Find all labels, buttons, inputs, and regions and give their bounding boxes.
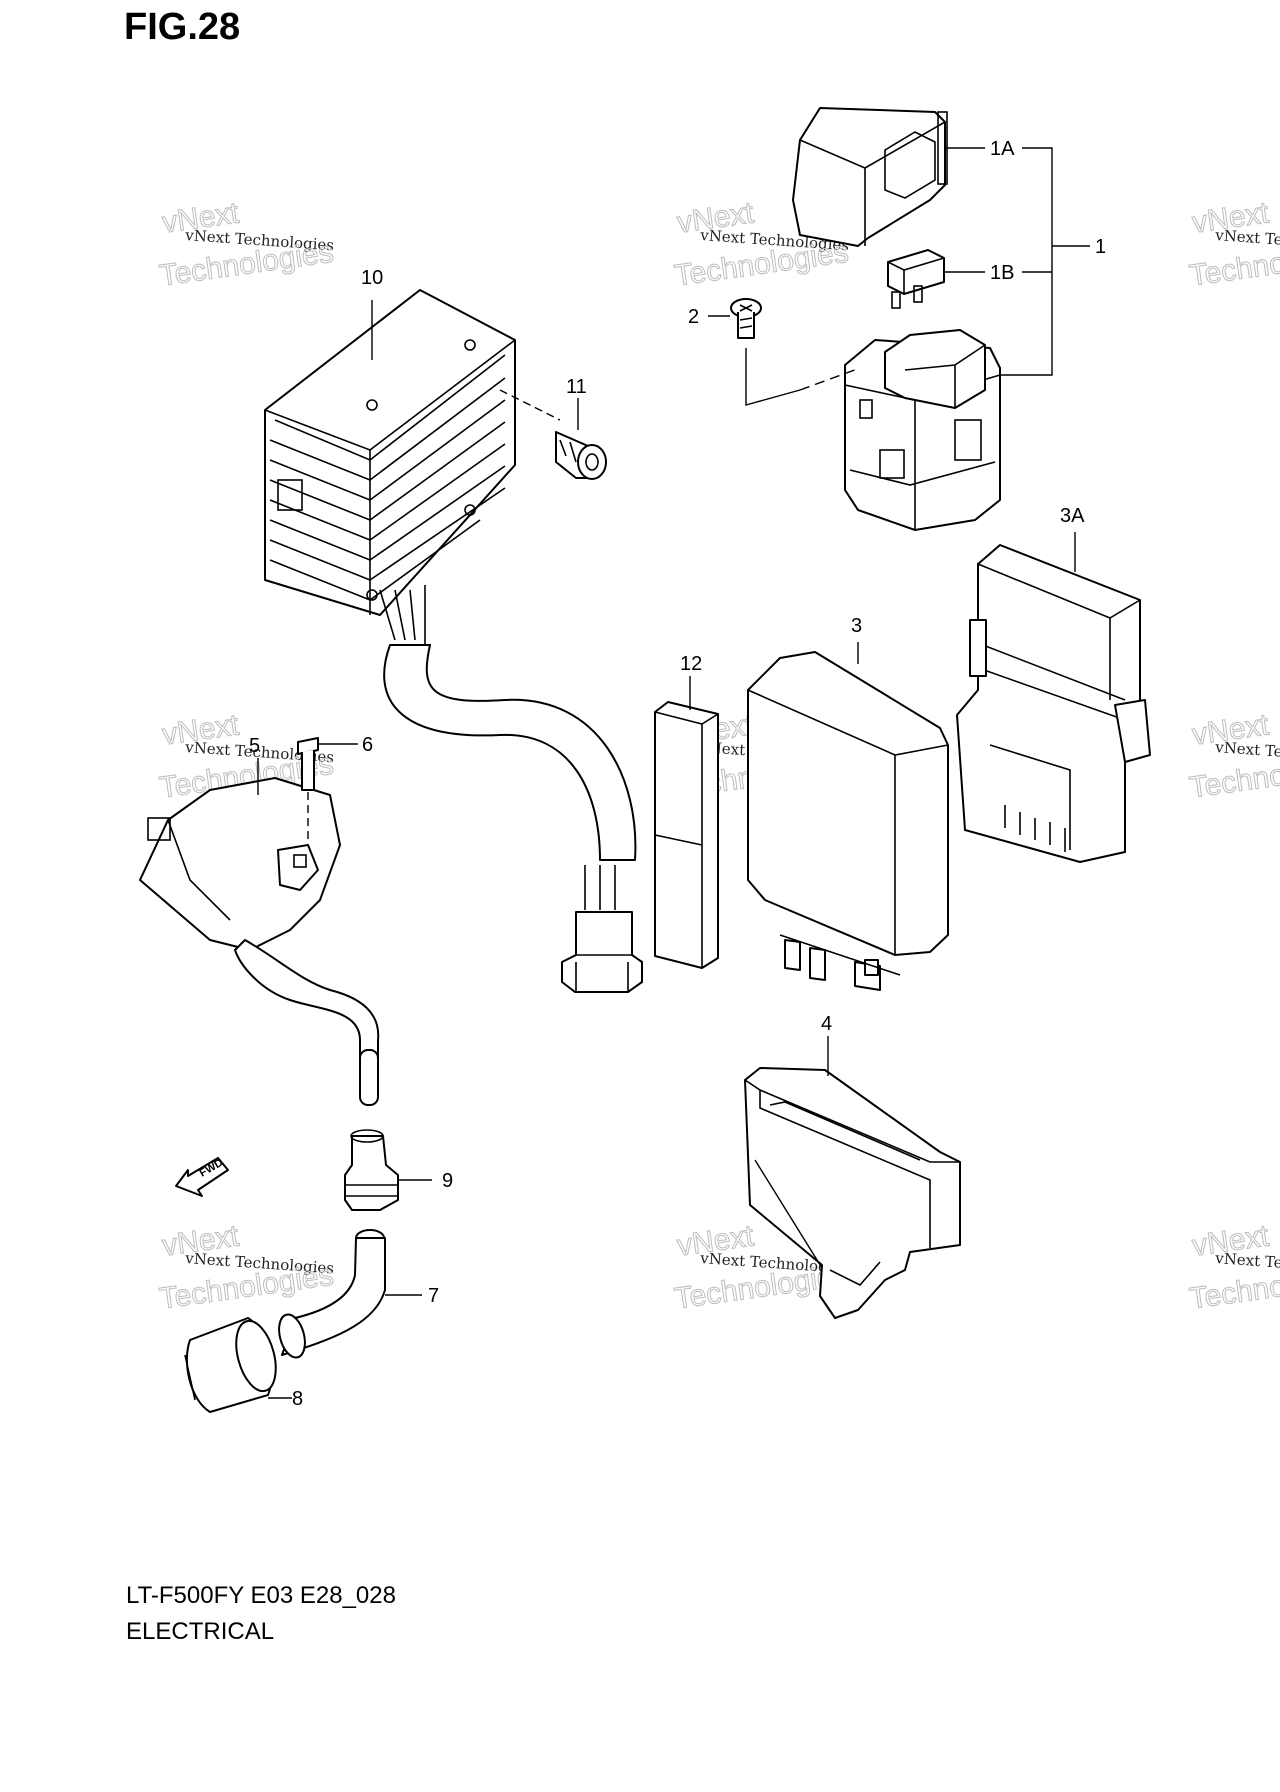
- callout-12: 12: [680, 653, 702, 675]
- fwd-arrow-icon: FWD: [175, 1157, 229, 1197]
- figure-title: FIG.28: [124, 6, 241, 48]
- callout-3a: 3A: [1060, 505, 1085, 527]
- callout-3: 3: [851, 615, 862, 637]
- part-12-module[interactable]: [654, 701, 719, 969]
- part-6-bolt[interactable]: [297, 737, 319, 840]
- part-3-cdi-unit[interactable]: [747, 651, 949, 991]
- part-10-harness: [379, 585, 643, 993]
- part-8-grommet[interactable]: [184, 1317, 283, 1413]
- part-10-regulator-rectifier[interactable]: [264, 289, 561, 616]
- part-3a-ecm[interactable]: [956, 544, 1151, 863]
- part-5-ignition-coil[interactable]: [139, 777, 380, 1106]
- callout-7: 7: [428, 1285, 439, 1307]
- callout-labels: 1A 1B 1 2 10 11 12 3 3A 4 5 6 9 7 8: [249, 138, 1106, 1410]
- part-1b-fuse[interactable]: [887, 249, 945, 309]
- callout-10: 10: [361, 267, 383, 289]
- callout-6: 6: [362, 734, 373, 756]
- callout-1: 1: [1095, 236, 1106, 258]
- callout-1a: 1A: [990, 138, 1015, 160]
- callout-11: 11: [566, 376, 587, 398]
- callout-8: 8: [292, 1388, 303, 1410]
- callout-5: 5: [249, 735, 260, 757]
- part-4-ecm-case[interactable]: [744, 1067, 961, 1319]
- part-11-bolt[interactable]: [555, 431, 607, 480]
- part-1-starter-relay[interactable]: [844, 329, 1001, 531]
- part-2-screw[interactable]: [730, 298, 861, 406]
- section-name: ELECTRICAL: [126, 1618, 275, 1645]
- callout-1b: 1B: [990, 262, 1014, 284]
- part-7-plug-cap[interactable]: [275, 1229, 386, 1360]
- callout-9: 9: [442, 1170, 453, 1192]
- part-1a-relay-cover[interactable]: [792, 107, 948, 247]
- callout-4: 4: [821, 1013, 832, 1035]
- part-9-boot[interactable]: [344, 1129, 399, 1211]
- leader-lines: [257, 147, 1090, 1399]
- callout-2: 2: [688, 306, 699, 328]
- model-code: LT-F500FY E03 E28_028: [126, 1582, 396, 1609]
